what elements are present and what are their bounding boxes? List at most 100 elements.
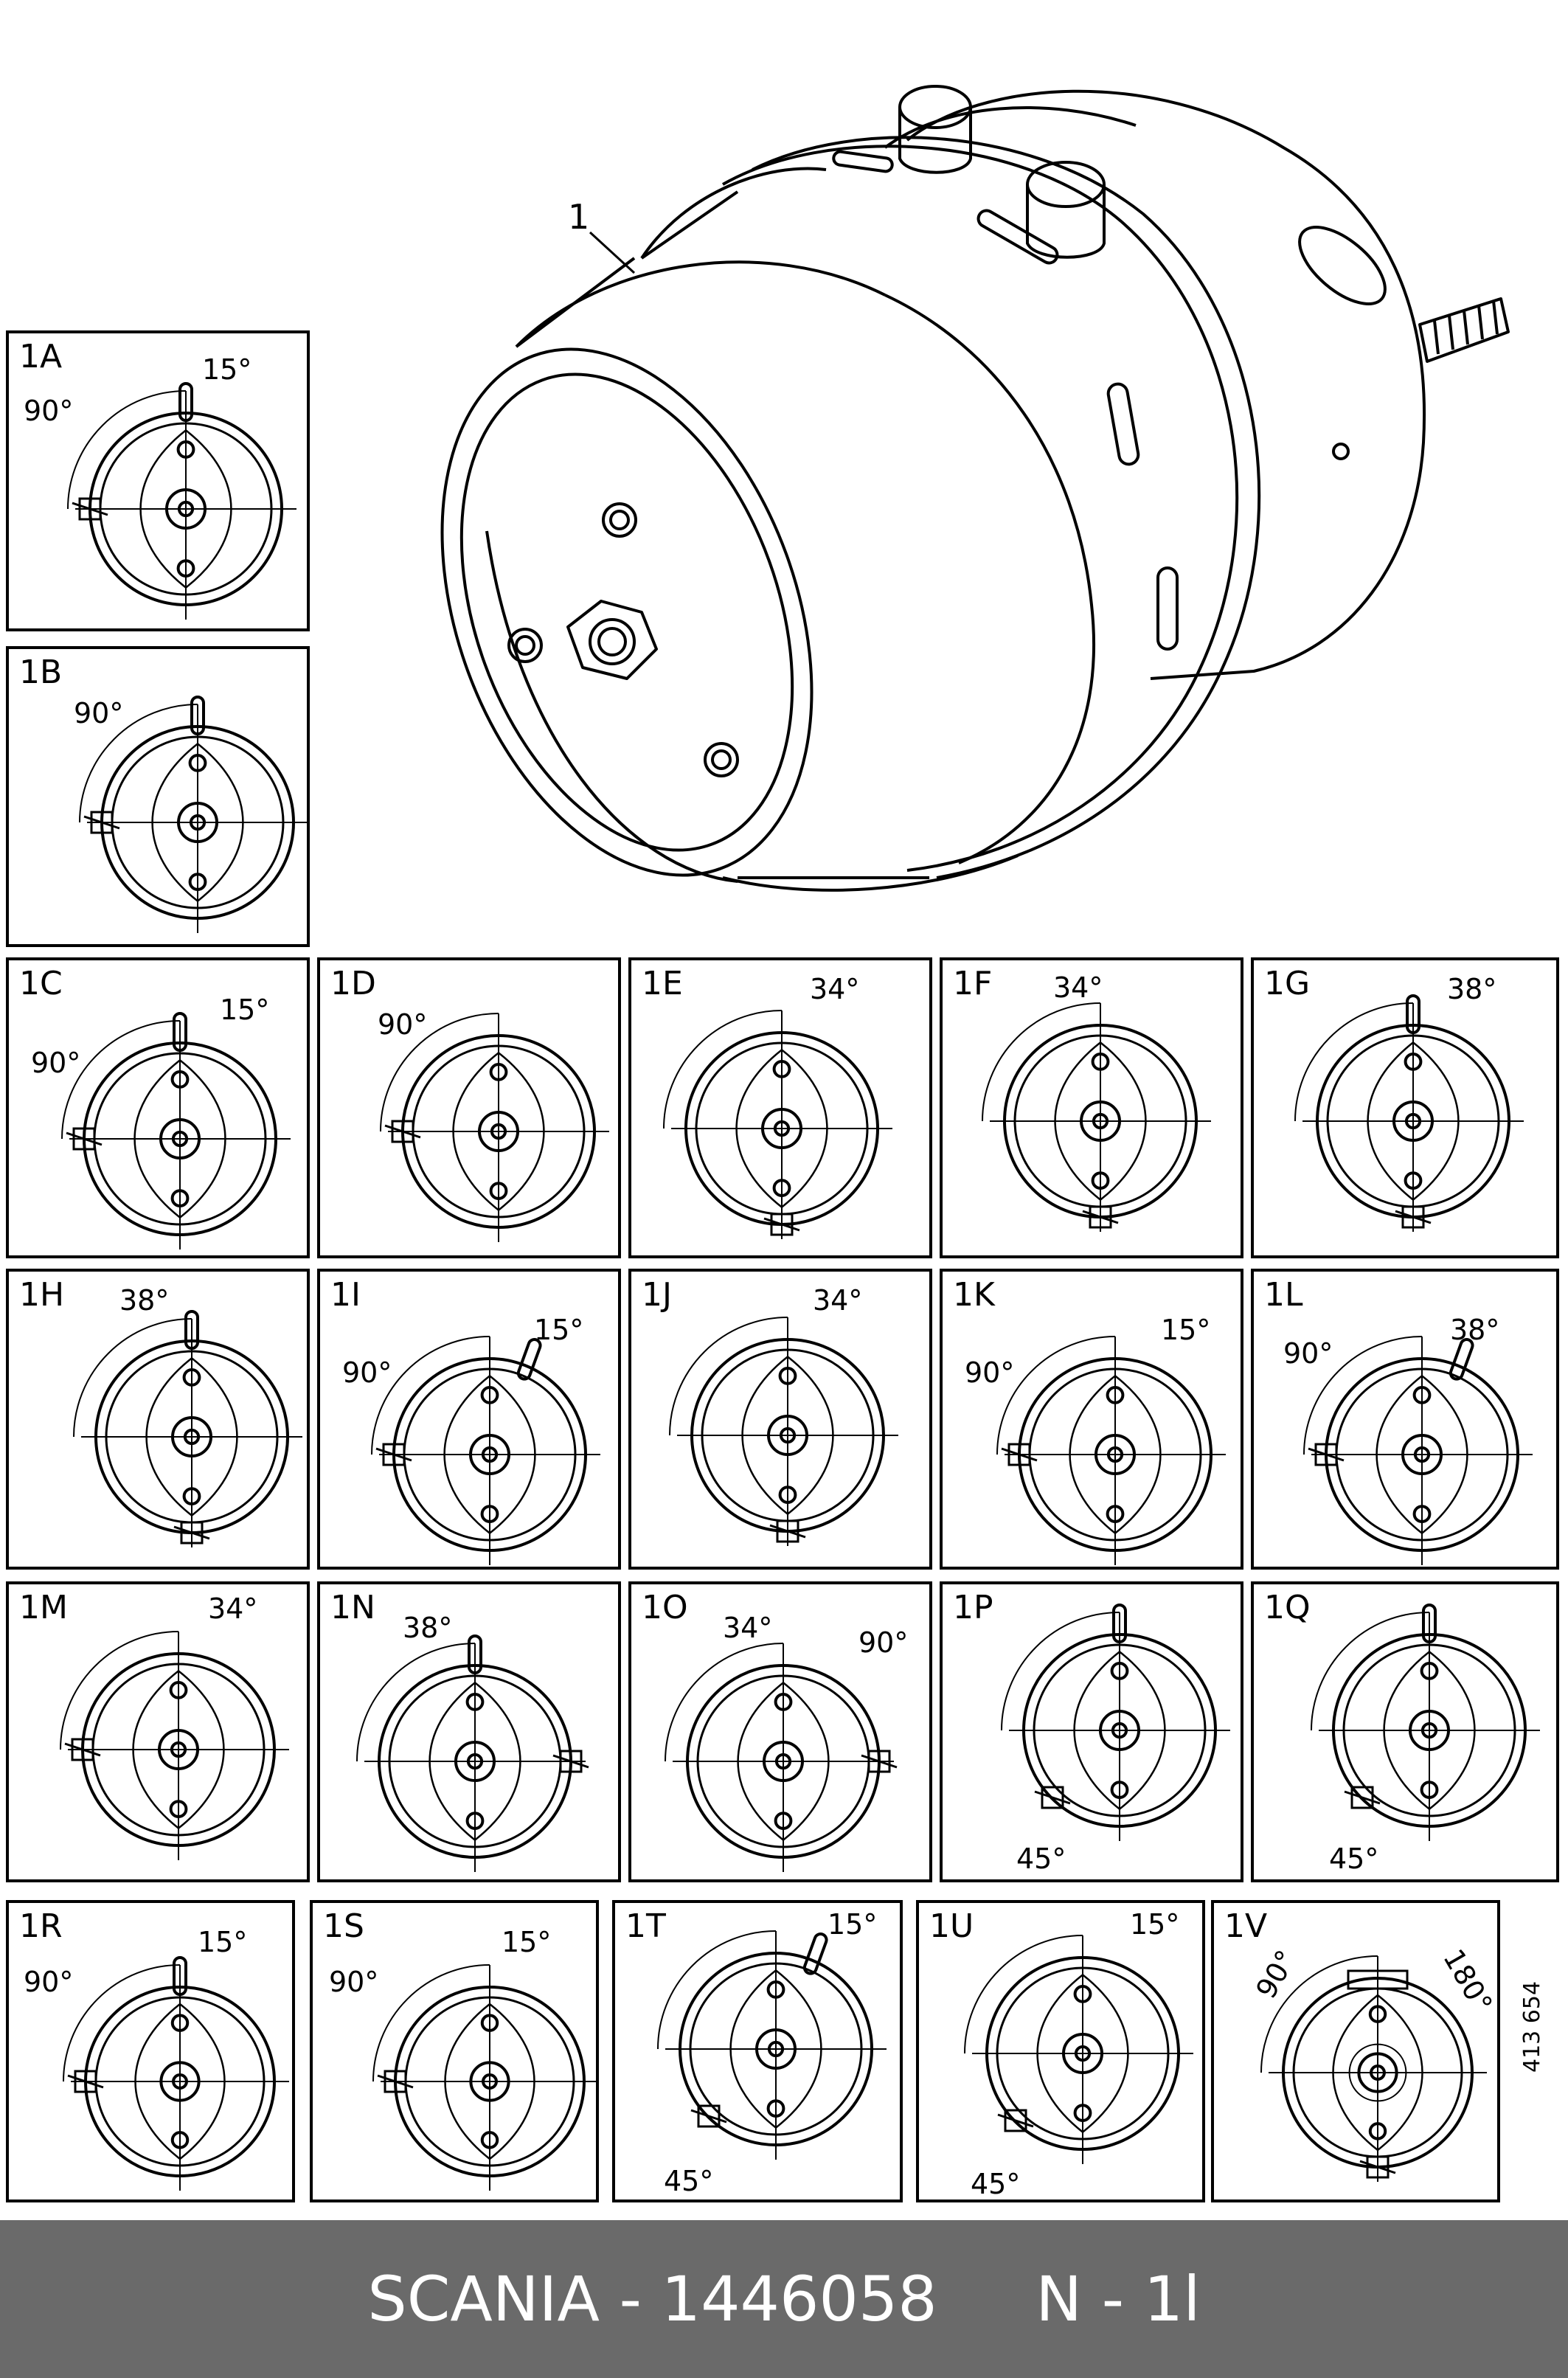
drawing-reference-number: 413 654	[1519, 1980, 1545, 2073]
clamp-fork	[1350, 1786, 1374, 1809]
vent-pin	[190, 696, 205, 735]
panel-label: 1D	[330, 965, 376, 1002]
vent-pin	[1112, 1604, 1127, 1643]
orientation-diagram: 90°15°	[342, 1314, 600, 1565]
vent-pin	[184, 1310, 199, 1350]
angle-label: 90°	[1283, 1337, 1333, 1370]
panel-label: 1I	[330, 1276, 361, 1314]
panel-1r: 1R 90° 15°	[6, 1900, 295, 2202]
orientation-diagram: 90°15°	[31, 994, 291, 1249]
panel-label: 1R	[19, 1907, 63, 1945]
orientation-diagram: 90°15°	[329, 1926, 596, 2191]
clamp-bolt	[861, 1754, 898, 1769]
clamp-fork	[867, 1750, 891, 1773]
clamp-bolt	[375, 1447, 412, 1462]
clamp-fork	[382, 1443, 406, 1466]
footer-bar: SCANIA - 1446058 N - 1l	[0, 2220, 1568, 2378]
angle-label: 90°	[858, 1626, 908, 1659]
clamp-bolt	[1001, 1447, 1038, 1462]
clamp-bolt	[769, 1524, 806, 1539]
panel-label: 1V	[1224, 1907, 1268, 1945]
orientation-diagram: 90°15°	[965, 1314, 1226, 1565]
panel-label: 1U	[929, 1907, 974, 1945]
angle-label: 38°	[1447, 973, 1496, 1005]
vent-pin	[178, 382, 193, 422]
panel-label: 1T	[625, 1907, 666, 1945]
clamp-fork	[71, 1738, 94, 1761]
angle-label: 38°	[1450, 1314, 1499, 1346]
port-block	[1347, 1969, 1409, 1990]
vent-pin	[1422, 1604, 1437, 1643]
angle-label: 15°	[202, 353, 251, 386]
clamp-fork	[1004, 2109, 1027, 2132]
angle-arc	[380, 1013, 499, 1132]
angle-label: 45°	[1016, 1843, 1066, 1875]
orientation-diagram: 34°90°	[665, 1612, 908, 1872]
orientation-diagram: 90° 38°	[1283, 1314, 1533, 1565]
angle-label: 90°	[74, 697, 123, 729]
angle-arc	[964, 1935, 1083, 2054]
angle-arc	[356, 1643, 476, 1762]
angle-arc	[67, 390, 187, 510]
orientation-diagram: 45°	[1311, 1604, 1540, 1875]
panel-label: 1J	[642, 1276, 672, 1314]
clamp-bolt	[64, 1742, 101, 1757]
clamp-bolt	[67, 2074, 104, 2089]
panel-label: 1L	[1264, 1276, 1303, 1314]
angle-label: 90°	[965, 1356, 1014, 1389]
panel-label: 1F	[953, 965, 993, 1002]
clamp-fork	[384, 2070, 407, 2093]
clamp-bolt	[690, 2109, 727, 2124]
orientation-diagram: 90°	[74, 696, 307, 933]
angle-arc	[1303, 1336, 1423, 1455]
angle-arc	[657, 1930, 777, 2050]
angle-label: 45°	[1329, 1843, 1378, 1875]
panel-label: 1A	[19, 338, 63, 375]
vent-pin	[802, 1932, 828, 1975]
angle-label: 90°	[24, 1966, 73, 1998]
angle-arc	[60, 1631, 179, 1750]
clamp-fork	[180, 1521, 204, 1545]
angle-arc	[61, 1020, 181, 1140]
orientation-diagram: 90° 15°	[24, 1926, 289, 2191]
angle-label: 90°	[1249, 1944, 1302, 2003]
angle-label: 15°	[198, 1926, 247, 1958]
angle-arc	[665, 1643, 784, 1762]
clamp-fork	[1089, 1205, 1112, 1229]
orientation-diagram: 15°45°	[657, 1908, 887, 2197]
panel-1f: 1F 34°	[940, 957, 1243, 1258]
angle-label: 45°	[664, 2165, 713, 2197]
clamp-bolt	[83, 815, 120, 830]
clamp-bolt	[173, 1525, 210, 1540]
panel-label: 1H	[19, 1276, 65, 1314]
clamp-fork	[770, 1213, 794, 1236]
angle-label: 90°	[342, 1356, 392, 1389]
orientation-diagram: 34°	[669, 1284, 898, 1546]
clamp-bolt	[1082, 1210, 1119, 1224]
callout-1: 1	[568, 197, 589, 237]
angle-arc	[73, 1318, 192, 1438]
brake-chamber-drawing: 1	[440, 85, 1510, 892]
angle-arc	[663, 1010, 783, 1129]
panel-label: 1B	[19, 654, 63, 691]
angle-label: 15°	[220, 994, 269, 1026]
clamp-fork	[74, 2070, 97, 2093]
orientation-diagram: 90°15°	[24, 353, 296, 620]
clamp-fork	[697, 2104, 721, 2128]
clamp-bolt	[997, 2113, 1034, 2128]
angle-label: 34°	[1053, 971, 1103, 1004]
angle-label: 15°	[1130, 1908, 1179, 1941]
clamp-bolt	[763, 1217, 800, 1232]
vent-pin	[516, 1338, 542, 1381]
